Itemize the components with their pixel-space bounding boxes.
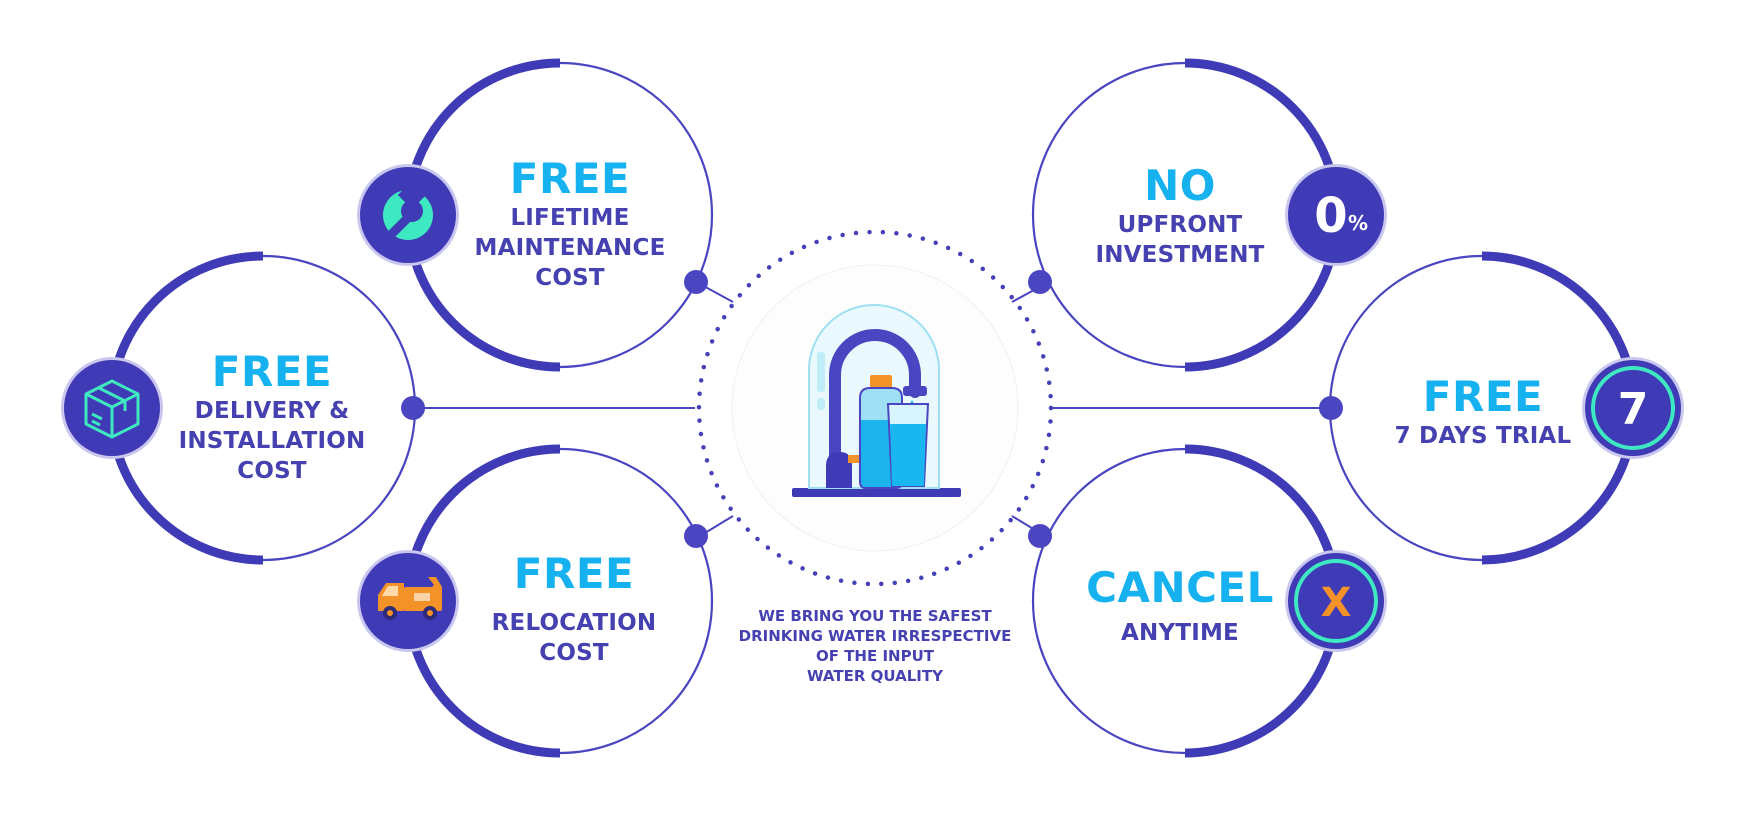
feature-line: ANYTIME — [1121, 620, 1239, 646]
feature-line: INSTALLATION — [178, 428, 366, 454]
node-cancel — [1028, 524, 1052, 548]
feature-line: UPFRONT — [1117, 212, 1243, 238]
feature-line: INVESTMENT — [1095, 242, 1265, 268]
node-delivery — [401, 396, 425, 420]
feature-delivery: FREE DELIVERY & INSTALLATION COST — [179, 348, 366, 486]
node-trial — [1319, 396, 1343, 420]
svg-text:X: X — [1321, 580, 1352, 626]
feature-line: MAINTENANCE — [474, 235, 666, 261]
feature-cancel: CANCEL ANYTIME — [1086, 564, 1274, 648]
feature-line: LIFETIME — [510, 205, 630, 231]
feature-headline: CANCEL — [1086, 563, 1274, 612]
svg-text:%: % — [1348, 211, 1368, 235]
x-icon: X — [1285, 550, 1387, 652]
feature-investment: NO UPFRONT INVESTMENT — [1095, 162, 1264, 270]
tagline-line: OF THE INPUT — [815, 647, 934, 665]
water-purifier-icon — [792, 304, 961, 497]
svg-text:7: 7 — [1618, 384, 1649, 435]
wrench-icon — [357, 164, 459, 266]
feature-maintenance: FREE LIFETIME MAINTENANCE COST — [475, 155, 666, 293]
feature-line: COST — [539, 640, 609, 666]
zero-percent-icon: 0 % — [1285, 164, 1387, 266]
feature-line: COST — [535, 265, 605, 291]
svg-text:0: 0 — [1314, 188, 1347, 244]
node-maintenance — [684, 270, 708, 294]
box-icon — [61, 357, 163, 459]
center-dotted-ring — [696, 229, 1054, 587]
tagline-line: DRINKING WATER IRRESPECTIVE — [738, 627, 1012, 645]
feature-line: DELIVERY & — [194, 398, 350, 424]
tagline-line: WATER QUALITY — [807, 667, 943, 685]
feature-headline: FREE — [513, 549, 635, 598]
center-tagline: WE BRING YOU THE SAFEST DRINKING WATER I… — [739, 606, 1012, 686]
feature-line: 7 DAYS TRIAL — [1394, 423, 1572, 449]
feature-headline: FREE — [211, 347, 333, 396]
feature-headline: NO — [1144, 161, 1216, 210]
feature-relocation: FREE RELOCATION COST — [492, 550, 657, 668]
seven-icon: 7 — [1582, 357, 1684, 459]
tagline-line: WE BRING YOU THE SAFEST — [758, 607, 992, 625]
feature-line: RELOCATION — [491, 610, 657, 636]
feature-trial: FREE 7 DAYS TRIAL — [1395, 373, 1572, 451]
truck-icon — [357, 550, 459, 652]
feature-headline: FREE — [1422, 372, 1544, 421]
feature-line: COST — [237, 458, 307, 484]
feature-headline: FREE — [509, 154, 631, 203]
node-relocation — [684, 524, 708, 548]
node-investment — [1028, 270, 1052, 294]
